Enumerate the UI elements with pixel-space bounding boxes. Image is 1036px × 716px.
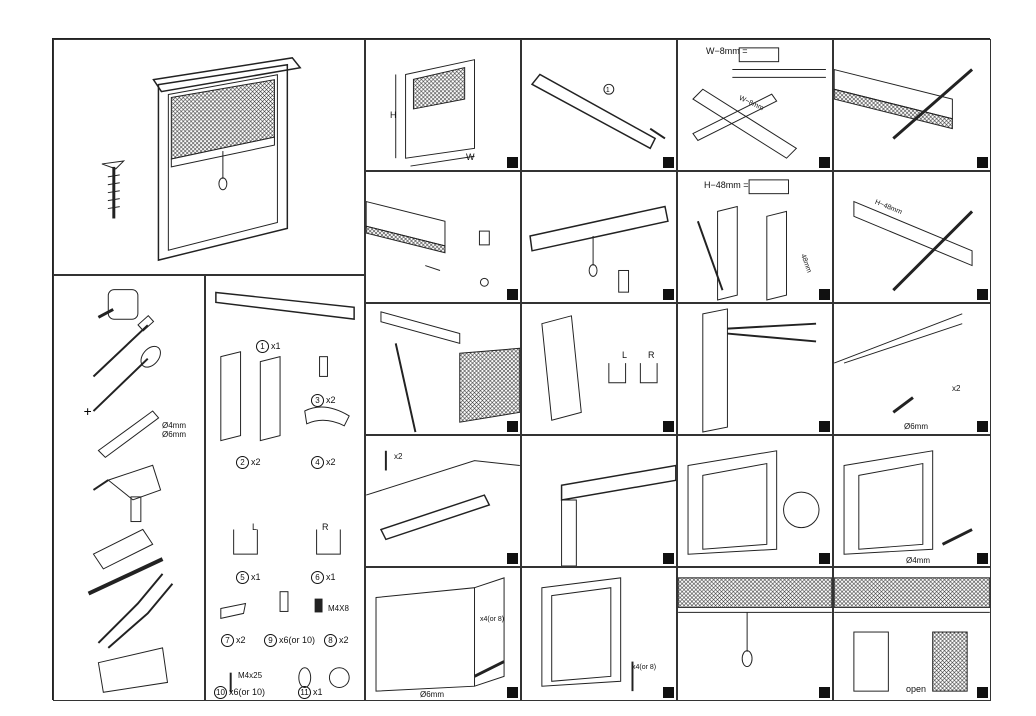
drill-bit-sizes: Ø4mm Ø6mm <box>162 421 186 439</box>
step-end-caps <box>365 171 521 303</box>
tape-measure-icon <box>97 289 139 320</box>
measure-w-minus-8: W−8mm = <box>706 46 748 56</box>
parts-illustration <box>215 291 355 693</box>
screw-icon <box>101 160 126 219</box>
miter-box-icon <box>97 647 169 693</box>
step16-open-label: open <box>906 684 927 694</box>
step13-qty: x4(or 8) <box>480 616 505 623</box>
measure-w: W <box>466 152 475 162</box>
step-screw-frame: x4(or 8) <box>521 567 677 701</box>
svg-text:+: + <box>84 403 92 419</box>
step-crimp-rail <box>677 303 833 435</box>
part-10-tag: M4x25 <box>238 671 263 680</box>
step-frame-front <box>677 435 833 567</box>
file-icon <box>87 557 164 596</box>
step8-qty: x2 <box>952 384 961 393</box>
step-open: open <box>833 567 991 701</box>
step-insert-rail <box>521 435 677 567</box>
step-measure-hw: H W <box>365 39 521 171</box>
step-fit-rail <box>365 303 521 435</box>
tools-panel: + Ø4mm Ø6mm <box>53 275 205 701</box>
step-pull-cord <box>677 567 833 701</box>
step-drill-side: Ø4mm <box>833 435 991 567</box>
step-cut-headrail: W−8mm = W−8mm <box>677 39 833 171</box>
step-wall-plugs: Ø6mm x4(or 8) <box>365 567 521 701</box>
step12-drill-diameter: Ø4mm <box>906 556 930 565</box>
step-rail-brackets: L R <box>521 303 677 435</box>
step-headrail-handle <box>521 171 677 303</box>
step13-drill-diameter: Ø6mm <box>420 690 444 699</box>
measure-h: H <box>390 110 397 120</box>
step-file-edge <box>833 39 991 171</box>
pliers-icon <box>97 573 174 649</box>
step-mount-headrail: x2 <box>365 435 521 567</box>
step-cut-side-rails: H−48mm = 48mm <box>677 171 833 303</box>
hacksaw-icon <box>92 528 154 570</box>
screwdriver-phillips-icon: + <box>84 345 161 419</box>
drill-icon <box>92 464 162 523</box>
bracket-r-label: R <box>648 350 655 360</box>
overview-panel <box>53 39 365 275</box>
measure-h-minus-48: H−48mm = <box>704 180 749 190</box>
step-drill-top: Ø6mm x2 <box>833 303 991 435</box>
step-saw-side-rail: H−48mm <box>833 171 991 303</box>
window-screen-illustration <box>101 57 302 262</box>
part-6-tag: R <box>322 522 329 532</box>
svg-text:1: 1 <box>606 87 610 94</box>
step8-drill-diameter: Ø6mm <box>904 422 928 431</box>
part-8-tag: M4X8 <box>328 604 349 613</box>
bracket-l-label: L <box>622 350 628 360</box>
screwdriver-flat-icon <box>92 314 155 378</box>
part-5-tag: L <box>252 522 258 532</box>
utility-knife-icon <box>97 410 160 459</box>
step-headrail: 1 <box>521 39 677 171</box>
step9-qty: x2 <box>394 452 403 461</box>
step14-qty: x4(or 8) <box>632 664 657 671</box>
tools-illustration: + <box>84 289 174 693</box>
